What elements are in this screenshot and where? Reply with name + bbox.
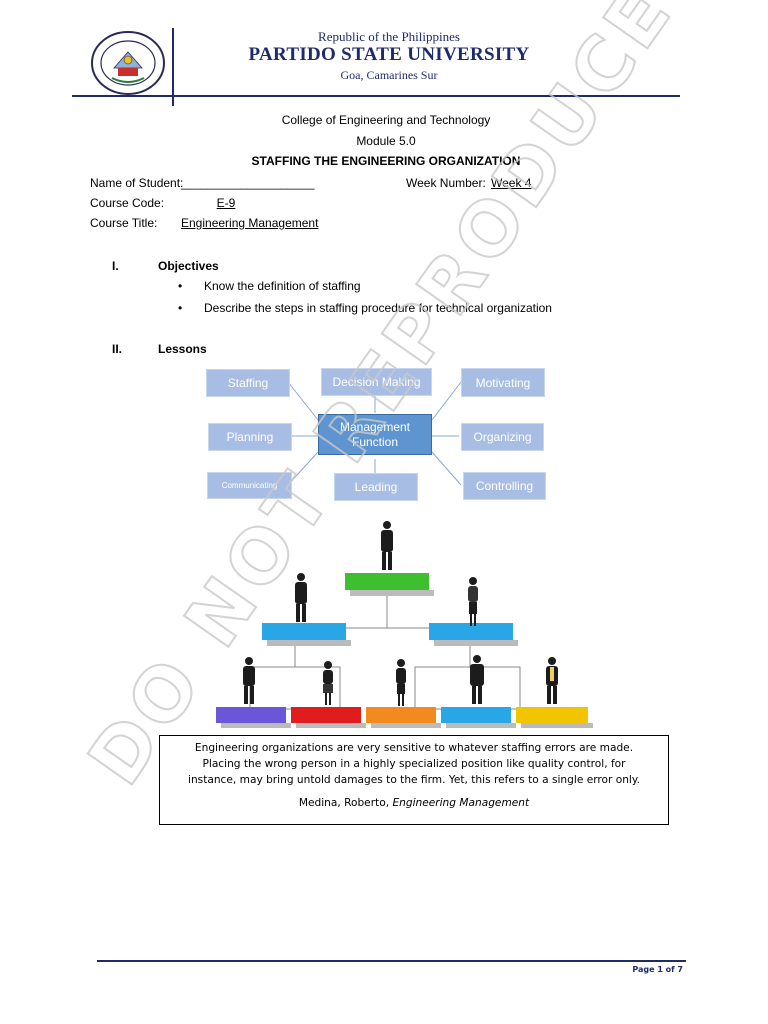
section-title-lessons: Lessons <box>158 342 207 356</box>
quote-author: Medina, Roberto, <box>298 797 390 809</box>
mindmap-node-leading: Leading <box>334 473 418 501</box>
mindmap-node-organizing: Organizing <box>461 423 544 451</box>
quote-line: Placing the wrong person in a highly spe… <box>202 758 626 770</box>
mindmap-center-node: Management Function <box>318 414 432 455</box>
bullet-icon: • <box>178 279 183 293</box>
mindmap-node-motivating: Motivating <box>461 368 545 397</box>
week-number-value: Week 4 <box>491 176 532 190</box>
section-number: I. <box>112 259 119 273</box>
objective-item: Know the definition of staffing <box>204 279 361 293</box>
mindmap-node-communicating: Communicating <box>207 472 292 499</box>
course-code-value: E-9 <box>216 196 236 210</box>
student-name-label: Name of Student: <box>90 176 184 190</box>
quote-line: Engineering organizations are very sensi… <box>194 742 634 754</box>
course-title-label: Course Title: <box>90 216 158 230</box>
header-university-name: PARTIDO STATE UNIVERSITY <box>248 44 530 65</box>
org-platforms <box>216 573 593 728</box>
section-number: II. <box>112 342 123 356</box>
student-name-blank: ____________________ <box>181 176 315 190</box>
bullet-icon: • <box>178 301 183 315</box>
header-vertical-rule <box>172 28 174 106</box>
week-number-label: Week Number: <box>406 176 486 190</box>
page-number: Page 1 of 7 <box>632 965 683 974</box>
quote-book: Engineering Management <box>392 797 530 809</box>
module-number: Module 5.0 <box>356 134 416 148</box>
header-location: Goa, Camarines Sur <box>340 68 438 82</box>
mindmap-node-controlling: Controlling <box>463 472 546 500</box>
mindmap-node-decision-making: Decision Making <box>321 368 432 396</box>
objective-item: Describe the steps in staffing procedure… <box>204 301 552 315</box>
course-code-label: Course Code: <box>90 196 165 210</box>
mindmap-node-staffing: Staffing <box>206 369 290 397</box>
module-title: STAFFING THE ENGINEERING ORGANIZATION <box>251 154 521 168</box>
header-horizontal-rule <box>72 95 680 97</box>
section-title-objectives: Objectives <box>158 259 219 273</box>
mindmap-connectors <box>287 381 462 486</box>
mindmap-node-planning: Planning <box>208 423 292 451</box>
quote-citation: Medina, Roberto, Engineering Management <box>160 797 668 809</box>
header-republic: Republic of the Philippines <box>318 29 460 44</box>
footer-rule <box>97 960 686 962</box>
university-seal <box>91 31 165 95</box>
course-title-value: Engineering Management <box>181 216 319 230</box>
college-name: College of Engineering and Technology <box>281 113 491 127</box>
org-chart <box>216 521 593 728</box>
quote-line: instance, may bring untold damages to th… <box>188 774 640 786</box>
quote-box: Engineering organizations are very sensi… <box>159 735 669 825</box>
